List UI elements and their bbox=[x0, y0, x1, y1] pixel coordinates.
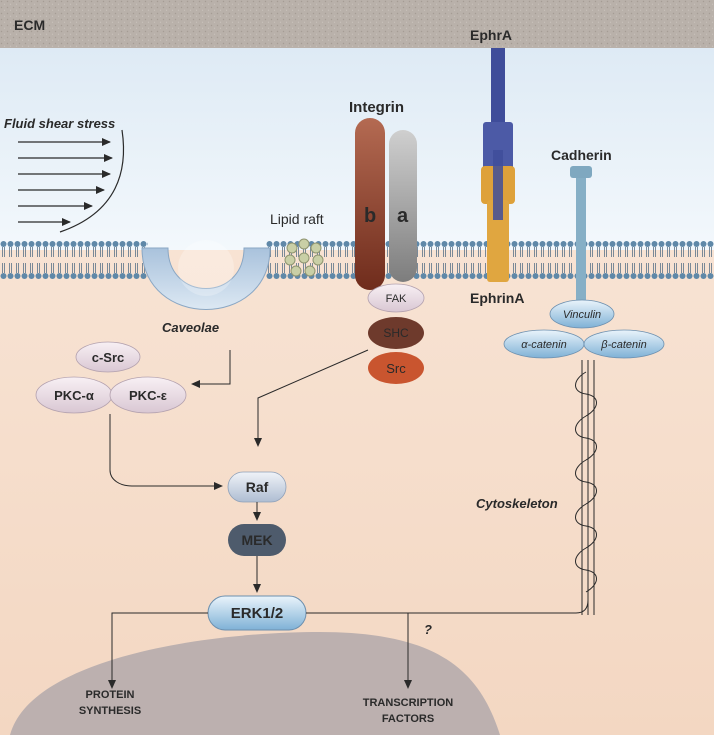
c-src-label: c-Src bbox=[92, 350, 125, 365]
mek-node bbox=[228, 524, 286, 556]
cadherin-label: Cadherin bbox=[551, 147, 612, 163]
a-catenin-label: α-catenin bbox=[521, 339, 566, 351]
src-label: Src bbox=[386, 361, 406, 376]
integrin-b-subunit bbox=[355, 118, 385, 290]
fak-node bbox=[367, 283, 425, 313]
vinculin-node bbox=[549, 299, 615, 329]
c-src-node bbox=[75, 341, 141, 373]
shear-arrows bbox=[18, 129, 125, 233]
nucleus bbox=[10, 632, 500, 735]
membrane-left bbox=[0, 240, 148, 280]
pkc-epsilon-label: PKC-ε bbox=[129, 388, 167, 403]
ecm-label: ECM bbox=[14, 17, 45, 33]
ephra-stalk bbox=[491, 48, 505, 128]
transcription-line1: TRANSCRIPTION bbox=[363, 697, 454, 709]
shc-node bbox=[368, 317, 424, 349]
pkc-alpha-label: PKC-α bbox=[54, 388, 94, 403]
raf-label: Raf bbox=[246, 479, 269, 495]
erk-label: ERK1/2 bbox=[231, 605, 284, 622]
integrin-a-subunit bbox=[389, 130, 417, 282]
shc-label: SHC bbox=[383, 326, 409, 340]
caveolae-inner bbox=[178, 240, 234, 296]
fak-label: FAK bbox=[386, 293, 407, 305]
ephrina-lower bbox=[487, 200, 509, 282]
b-catenin-label: β-catenin bbox=[600, 339, 646, 351]
b-catenin-node bbox=[583, 329, 665, 359]
fluid-shear-stress-label: Fluid shear stress bbox=[4, 116, 115, 131]
integrin-b-letter: b bbox=[364, 205, 376, 227]
integrin-label: Integrin bbox=[349, 99, 404, 116]
cadherin-stalk bbox=[576, 178, 586, 308]
cytoskeleton-label: Cytoskeleton bbox=[476, 496, 558, 511]
vinculin-label: Vinculin bbox=[563, 309, 601, 321]
lipid-raft-label: Lipid raft bbox=[270, 211, 324, 227]
ephrina-label: EphrinA bbox=[470, 290, 524, 306]
lipid-raft-cluster bbox=[284, 238, 324, 277]
transcription-line2: FACTORS bbox=[382, 713, 434, 725]
caveolae-label: Caveolae bbox=[162, 320, 219, 335]
integrin-a-letter: a bbox=[397, 205, 409, 227]
ephra-body bbox=[483, 122, 513, 170]
cadherin-head bbox=[570, 166, 592, 178]
cytoskeleton-filaments bbox=[575, 360, 597, 615]
pkc-epsilon-node bbox=[109, 376, 187, 414]
protein-synthesis-line1: PROTEIN bbox=[86, 689, 135, 701]
ephra-core bbox=[493, 150, 503, 220]
unknown-link-label: ? bbox=[424, 622, 432, 637]
protein-synthesis-line2: SYNTHESIS bbox=[79, 705, 141, 717]
mek-label: MEK bbox=[241, 532, 272, 548]
src-node bbox=[368, 352, 424, 384]
pathway-arrows bbox=[108, 349, 589, 689]
ecm-layer bbox=[0, 0, 714, 48]
caveolae-shape bbox=[141, 247, 271, 310]
ephra-label: EphrA bbox=[470, 27, 512, 43]
